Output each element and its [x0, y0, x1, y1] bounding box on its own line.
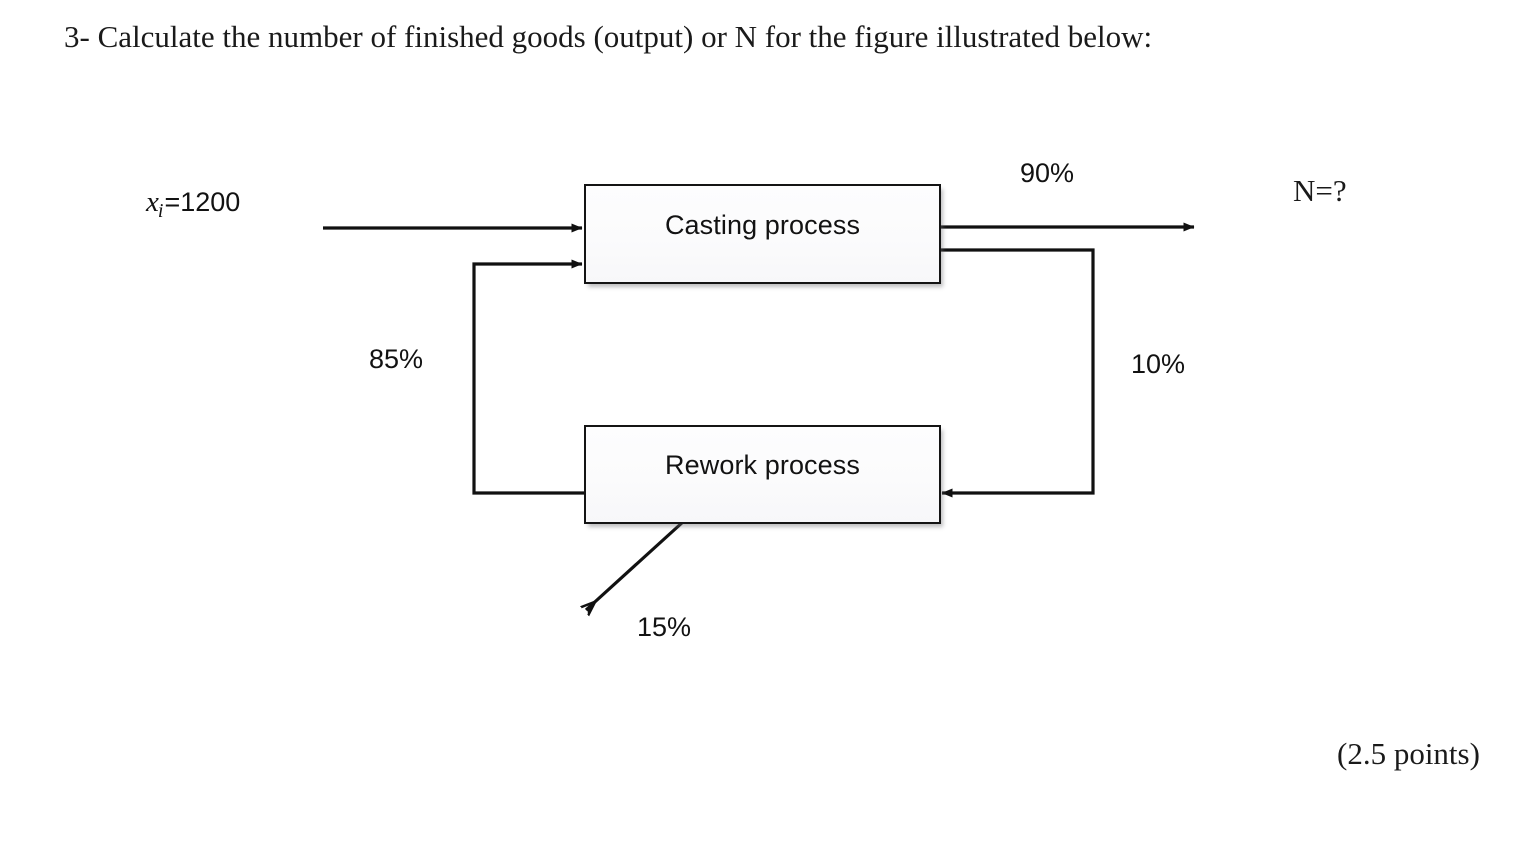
flow-label-15-percent: 15%	[637, 612, 692, 642]
flow-label-90-percent: 90%	[1020, 158, 1075, 188]
question-heading: 3- Calculate the number of finished good…	[64, 19, 1153, 54]
input-variable-value: =1200	[164, 187, 241, 217]
casting-process-box: Casting process	[584, 184, 941, 284]
input-variable-symbol: x	[146, 186, 159, 218]
rework-process-box: Rework process	[584, 425, 941, 524]
input-variable-subscript: i	[157, 200, 164, 223]
flow-arrow-recovered	[472, 259, 584, 495]
flow-label-85-percent: 85%	[369, 344, 424, 374]
casting-process-label: Casting process	[664, 210, 861, 240]
flow-arrow-defect	[941, 248, 1095, 498]
flow-arrow-scrap	[586, 519, 686, 610]
rework-process-label: Rework process	[665, 449, 860, 480]
output-unknown-label: N=?	[1293, 173, 1347, 208]
points-note: (2.5 points)	[1337, 736, 1480, 771]
input-quantity-label: xi=1200	[146, 186, 240, 227]
flow-label-10-percent: 10%	[1131, 349, 1186, 379]
